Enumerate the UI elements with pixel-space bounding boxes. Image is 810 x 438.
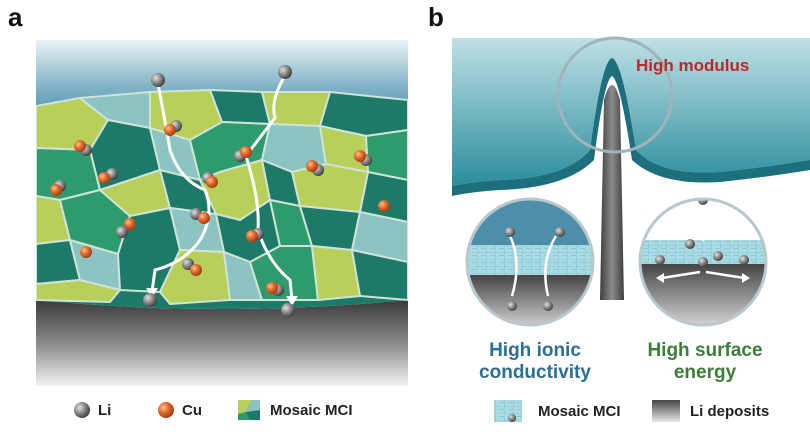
high-ionic-label-1: High ionic <box>489 340 581 361</box>
dendrite-pillar <box>600 85 624 300</box>
magnifier-surface <box>640 199 766 325</box>
legend-li-deposits-label: Li deposits <box>690 403 770 420</box>
arrow-heads <box>146 288 298 306</box>
panel-b-scene <box>452 36 810 327</box>
legend-li-label: Li <box>98 402 112 419</box>
legend-li-icon <box>74 402 90 418</box>
legend-cu-label: Cu <box>182 402 202 419</box>
legend-cu-icon <box>158 402 174 418</box>
panel-b-label: b <box>428 2 444 32</box>
cu-atoms <box>50 124 390 294</box>
high-ionic-label-2: conductivity <box>479 362 591 383</box>
magnifier-ionic <box>467 199 593 325</box>
panel-a-scene <box>36 40 408 386</box>
high-surface-label-2: energy <box>673 362 737 383</box>
legend-mosaic-label: Mosaic MCI <box>270 402 353 419</box>
panel-b-legend <box>494 400 680 422</box>
legend-mosaic-mci-icon <box>494 400 522 422</box>
magnifier-top <box>556 36 674 154</box>
panel-a-legend <box>74 400 260 420</box>
lithium-metal-anode <box>36 300 408 386</box>
high-surface-label-1: High surface <box>647 340 763 361</box>
mosaic-tiles <box>36 88 408 306</box>
panel-a-label: a <box>8 2 23 32</box>
legend-mosaic-mci-label: Mosaic MCI <box>538 403 621 420</box>
high-modulus-label: High modulus <box>636 56 750 75</box>
legend-mosaic-icon <box>238 400 260 420</box>
legend-li-deposits-icon <box>652 400 680 422</box>
